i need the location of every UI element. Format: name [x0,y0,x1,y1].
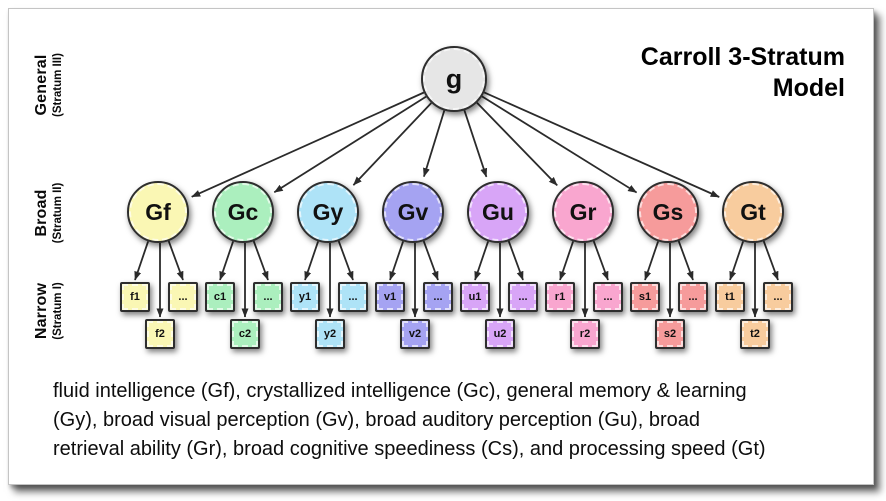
broad-node-gy-label: Gy [312,198,344,225]
narrow-node-f2: f2 [145,319,175,349]
narrow-node-u2: u2 [485,319,515,349]
narrow-node-s1: s1 [630,282,660,312]
diagram-title: Carroll 3-Stratum Model [641,42,845,104]
broad-node-gc: Gc [212,181,274,243]
narrow-node-gy-more: ... [338,282,368,312]
narrow-node-gs-more-label: ... [688,291,698,303]
diagram-title-line1: Carroll 3-Stratum [640,43,845,71]
diagram-title-line2: Model [772,74,845,102]
narrow-node-u1-label: u1 [468,291,482,303]
narrow-node-gt-more-label: ... [773,291,783,303]
narrow-node-y1: y1 [290,282,320,312]
narrow-node-c1-label: c1 [213,291,227,303]
g-node: g [421,46,487,112]
caption-line3: retrieval ability (Gr), broad cognitive … [53,438,766,460]
narrow-node-gt-more: ... [763,282,793,312]
narrow-node-gu-more-label: ... [518,291,528,303]
narrow-node-c2-label: c2 [238,328,252,340]
narrow-node-u2-label: u2 [493,328,507,340]
narrow-node-y2-label: y2 [323,328,337,340]
stratum-broad-word: Broad [33,189,50,237]
narrow-node-f2-label: f2 [155,328,165,340]
narrow-node-f1: f1 [120,282,150,312]
narrow-node-t2-label: t2 [750,328,760,340]
stratum-label-narrow: Narrow (Stratum I) [22,246,76,376]
narrow-node-gv-more: ... [423,282,453,312]
narrow-node-c1: c1 [205,282,235,312]
narrow-node-gu-more: ... [508,282,538,312]
narrow-node-y1-label: y1 [298,291,312,303]
stratum-general-sub: (Stratum III) [52,53,64,117]
broad-node-gt: Gt [722,181,784,243]
slide-card: Carroll 3-Stratum Model General (Stratum… [8,8,874,485]
narrow-node-c2: c2 [230,319,260,349]
narrow-node-gs-more: ... [678,282,708,312]
narrow-node-r2-label: r2 [579,328,591,340]
stratum-narrow-word: Narrow [33,282,50,340]
narrow-node-gf-more-label: ... [178,291,188,303]
caption: fluid intelligence (Gf), crystallized in… [53,377,766,464]
broad-node-gf-label: Gf [145,198,171,225]
narrow-node-r1: r1 [545,282,575,312]
narrow-node-v2-label: v2 [408,328,422,340]
broad-node-gt-label: Gt [740,198,766,225]
broad-node-gu-label: Gu [482,198,514,225]
narrow-node-s2-label: s2 [663,328,677,340]
broad-node-gr-label: Gr [569,198,597,225]
broad-node-gs-label: Gs [652,198,684,225]
narrow-node-gc-more: ... [253,282,283,312]
narrow-node-gf-more: ... [168,282,198,312]
narrow-node-gy-more-label: ... [348,291,358,303]
narrow-node-t1-label: t1 [725,291,735,303]
narrow-node-v1: v1 [375,282,405,312]
narrow-node-r1-label: r1 [554,291,566,303]
broad-node-gu: Gu [467,181,529,243]
stratum-broad-sub: (Stratum II) [52,182,64,244]
narrow-node-f1-label: f1 [130,291,140,303]
narrow-node-gr-more-label: ... [603,291,613,303]
narrow-node-u1: u1 [460,282,490,312]
narrow-node-gr-more: ... [593,282,623,312]
broad-node-gv-label: Gv [397,198,429,225]
narrow-node-t2: t2 [740,319,770,349]
narrow-node-r2: r2 [570,319,600,349]
narrow-node-v1-label: v1 [383,291,397,303]
narrow-node-y2: y2 [315,319,345,349]
narrow-node-gc-more-label: ... [263,291,273,303]
caption-line2: (Gy), broad visual perception (Gv), broa… [53,409,700,431]
narrow-node-s2: s2 [655,319,685,349]
broad-node-gs: Gs [637,181,699,243]
stratum-general-word: General [33,54,50,116]
g-node-label: g [445,63,463,94]
broad-node-gy: Gy [297,181,359,243]
stratum-narrow-sub: (Stratum I) [52,282,64,340]
broad-node-gr: Gr [552,181,614,243]
narrow-node-gv-more-label: ... [433,291,443,303]
connector-arrows [134,91,779,318]
broad-node-gv: Gv [382,181,444,243]
stratum-label-general: General (Stratum III) [22,20,76,150]
narrow-node-s1-label: s1 [638,291,652,303]
narrow-node-v2: v2 [400,319,430,349]
broad-node-gf: Gf [127,181,189,243]
broad-node-gc-label: Gc [227,198,259,225]
narrow-node-t1: t1 [715,282,745,312]
caption-line1: fluid intelligence (Gf), crystallized in… [53,380,747,402]
